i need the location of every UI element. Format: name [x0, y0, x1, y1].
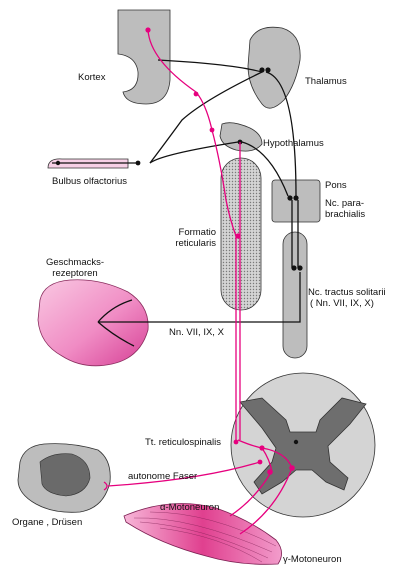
hypothalamus-region [220, 123, 262, 151]
label-kortex: Kortex [78, 72, 105, 83]
thalamus-region [248, 27, 300, 108]
label-alpha-motoneuron: α-Motoneuron [160, 502, 219, 513]
kortex-region [118, 10, 170, 104]
label-thalamus: Thalamus [305, 76, 347, 87]
label-pons: Pons [325, 180, 347, 191]
label-solitarii-line1: Nc. tractus solitarii [308, 287, 386, 298]
label-autonome-faser: autonome Faser [128, 471, 197, 482]
solitarii-column [283, 232, 307, 358]
label-bulbus-olfactorius: Bulbus olfactorius [52, 176, 127, 187]
label-formatio-line1: Formatio [154, 227, 216, 238]
label-formatio-line2: reticularis [154, 238, 216, 249]
label-reticulospinalis: Tt. reticulospinalis [145, 437, 221, 448]
label-geschmack-line2: rezeptoren [20, 268, 130, 279]
label-nerves: Nn. VII, IX, X [169, 327, 224, 338]
label-organe: Organe , Drüsen [12, 517, 82, 528]
label-gamma-motoneuron: γ-Motoneuron [283, 554, 342, 565]
label-geschmack-line1: Geschmacks- [20, 257, 130, 268]
organ-inner [40, 454, 90, 496]
label-hypothalamus: Hypothalamus [263, 138, 324, 149]
formatio-reticularis-region [221, 158, 261, 310]
label-parabrachialis-line1: Nc. para- [325, 198, 364, 209]
label-parabrachialis-line2: brachialis [325, 209, 365, 220]
central-canal [294, 440, 298, 444]
tongue-shape [38, 280, 148, 366]
label-solitarii-line2: ( Nn. VII, IX, X) [310, 298, 374, 309]
